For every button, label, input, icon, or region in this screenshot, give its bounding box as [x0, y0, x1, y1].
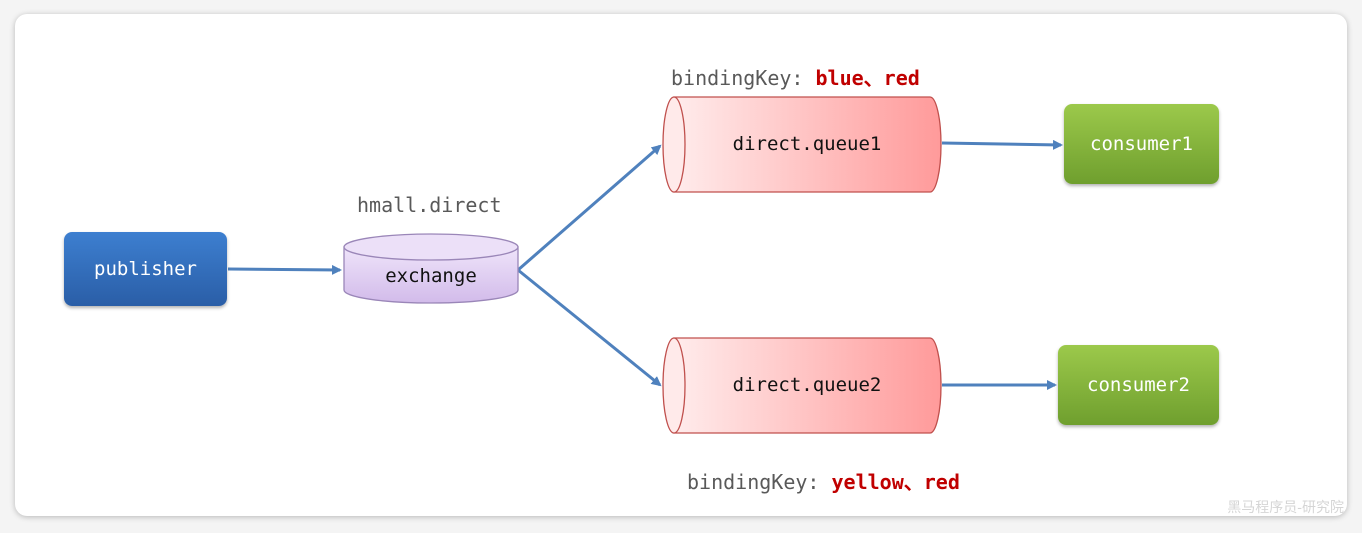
consumer1-node: consumer1 — [1064, 104, 1219, 184]
queue1-binding-key: bindingKey: blue、red — [671, 62, 920, 91]
watermark: 黑马程序员-研究院 — [1227, 500, 1344, 516]
arrow-exchange-queue2 — [517, 268, 662, 387]
arrow-queue1-consumer1 — [941, 139, 1063, 150]
queue2-cylinder — [662, 337, 942, 434]
queue1-binding-prefix: bindingKey: — [671, 66, 816, 90]
queue1-label: direct.queue1 — [732, 133, 882, 155]
exchange-cylinder — [343, 233, 519, 304]
arrow-publisher-exchange — [227, 264, 342, 275]
consumer2-node: consumer2 — [1058, 345, 1219, 425]
arrow-exchange-queue1 — [517, 144, 662, 272]
exchange-label: exchange — [385, 265, 477, 287]
consumer2-label: consumer2 — [1087, 374, 1190, 396]
queue2-binding-values: yellow、red — [831, 470, 960, 494]
queue1-binding-values: blue、red — [815, 66, 920, 90]
exchange-name: hmall.direct — [357, 193, 502, 217]
publisher-node: publisher — [64, 232, 227, 306]
consumer1-label: consumer1 — [1090, 133, 1193, 155]
queue2-label: direct.queue2 — [732, 374, 882, 396]
queue2-binding-prefix: bindingKey: — [687, 470, 832, 494]
publisher-label: publisher — [94, 258, 197, 280]
queue1-cylinder — [662, 96, 942, 193]
queue2-binding-key: bindingKey: yellow、red — [687, 466, 960, 495]
